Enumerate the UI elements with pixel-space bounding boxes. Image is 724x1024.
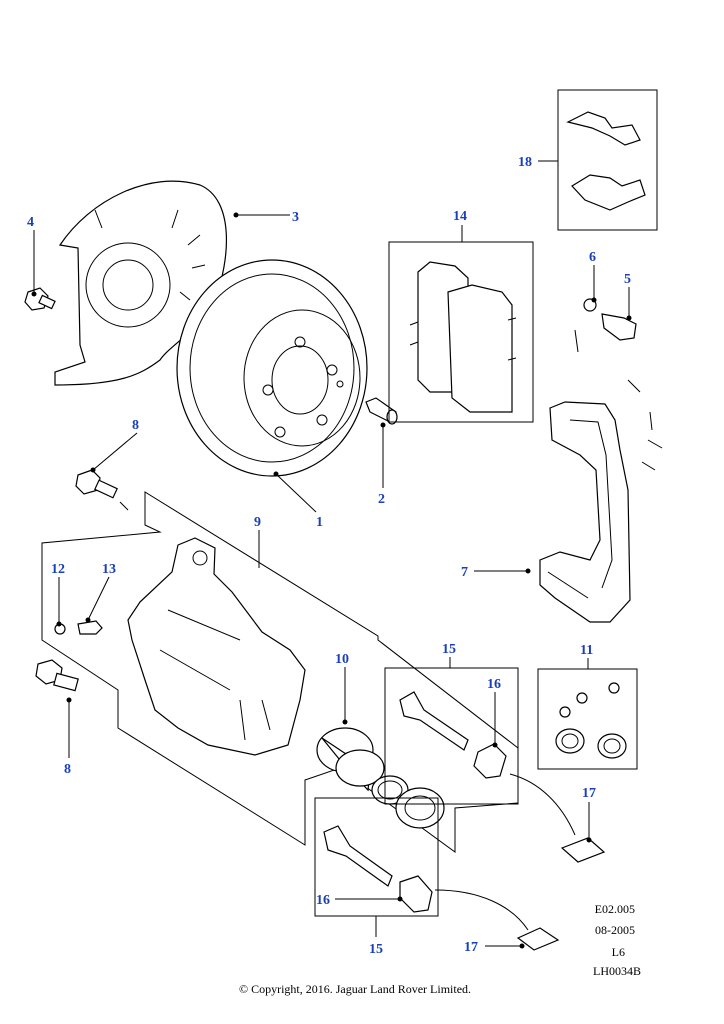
callout-14: 14 [453, 209, 467, 224]
callout-15-lower: 15 [369, 942, 383, 957]
callout-7: 7 [461, 565, 468, 580]
callout-6: 6 [589, 250, 596, 265]
callout-16-lower: 16 [316, 893, 330, 908]
disc-screw [365, 397, 398, 425]
callout-10: 10 [335, 652, 349, 667]
callout-8-upper: 8 [132, 418, 139, 433]
callout-18: 18 [518, 155, 532, 170]
bleed-cap-and-screw [54, 620, 103, 635]
callout-1: 1 [316, 515, 323, 530]
caliper-bolt-upper [75, 469, 129, 511]
callout-labels: 1 2 3 4 5 6 7 8 8 9 10 11 12 13 14 15 15… [27, 155, 631, 957]
reference-date: 08-2005 [595, 923, 635, 937]
callout-17-upper: 17 [582, 786, 596, 801]
callout-5: 5 [624, 272, 631, 287]
callout-8-lower: 8 [64, 762, 71, 777]
caliper-group [41, 491, 519, 853]
caliper-carrier-bolt [574, 298, 653, 431]
guide-pin-kit-lower [314, 797, 439, 917]
callout-12: 12 [51, 562, 65, 577]
piston-and-seals [316, 727, 445, 829]
caliper-carrier [539, 401, 663, 623]
callout-13: 13 [102, 562, 116, 577]
callout-9: 9 [254, 515, 261, 530]
callout-4: 4 [27, 215, 34, 230]
callout-11: 11 [580, 643, 593, 658]
leader-lines [31, 160, 632, 949]
callout-16-upper: 16 [487, 677, 501, 692]
shield-bolt [24, 287, 56, 311]
brake-disc [176, 259, 368, 477]
callout-2: 2 [378, 492, 385, 507]
reference-code: E02.005 [595, 902, 635, 916]
seal-kit [537, 668, 638, 770]
grease-sachet-lower [434, 889, 560, 951]
callout-3: 3 [292, 210, 299, 225]
brake-pads [388, 241, 534, 423]
callout-17-lower: 17 [464, 940, 478, 955]
grease-sachet-upper [509, 773, 606, 863]
abutment-clips [557, 89, 658, 231]
reference-block: E02.005 08-2005 L6 LH0034B [593, 902, 641, 978]
reference-line: L6 [612, 945, 625, 959]
copyright-notice: © Copyright, 2016. Jaguar Land Rover Lim… [239, 982, 471, 996]
callout-15-upper: 15 [442, 642, 456, 657]
guide-pin-kit-upper [384, 667, 519, 805]
caliper-bolt-lower [35, 659, 79, 692]
reference-drawing: LH0034B [593, 964, 641, 978]
